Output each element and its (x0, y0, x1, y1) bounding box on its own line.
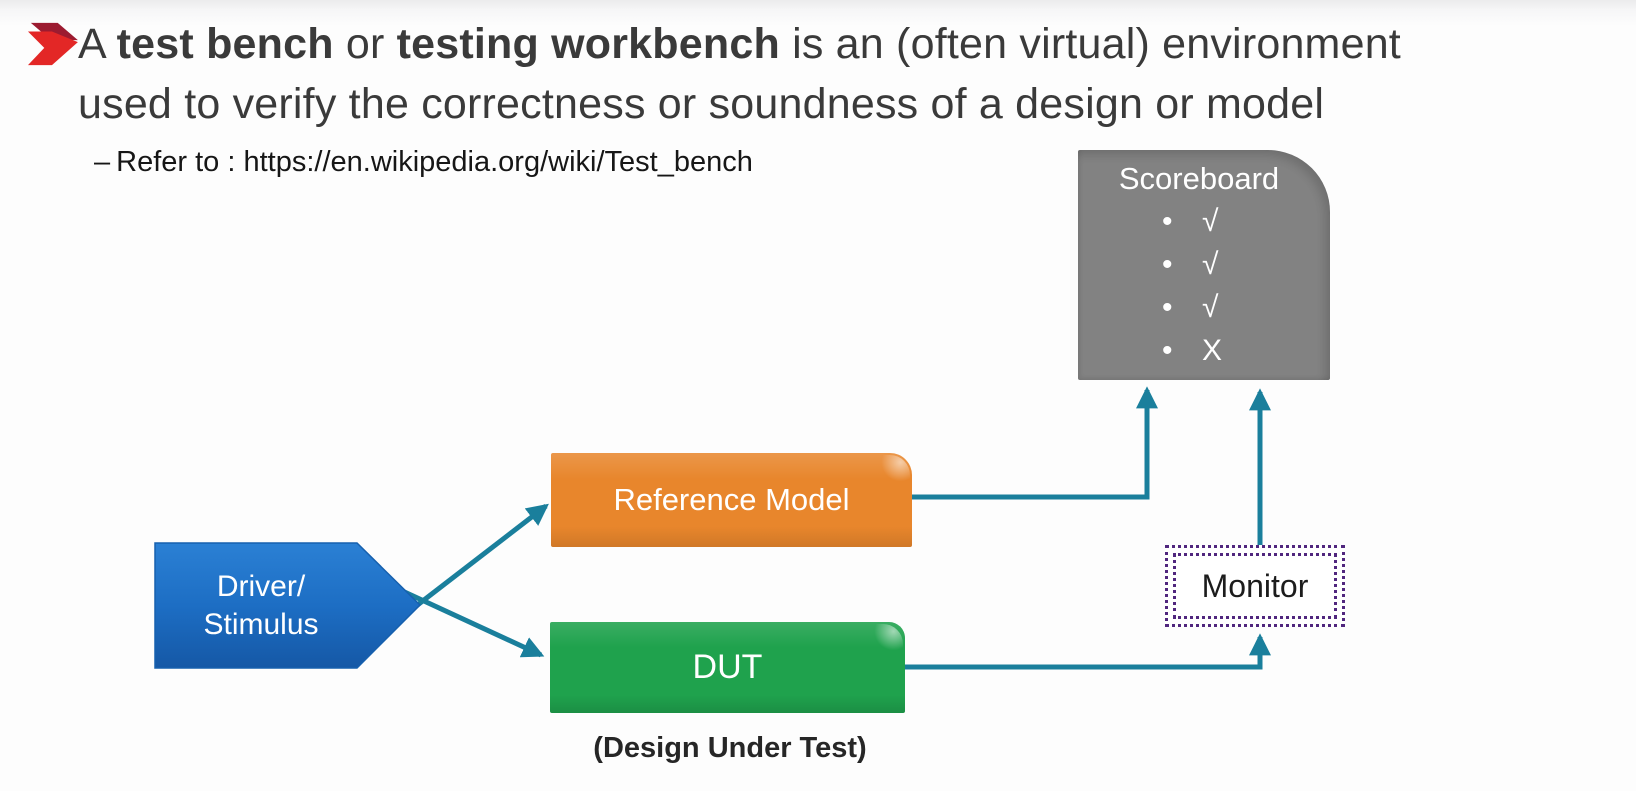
arrow-reference-model-to-scoreboard (906, 386, 1159, 500)
scoreboard-title: Scoreboard (1118, 161, 1280, 196)
driver-label-line2: Stimulus (203, 607, 319, 641)
scoreboard-item-row: • √ (1078, 243, 1330, 286)
monitor-label: Monitor (1201, 567, 1309, 604)
arrow-driver-to-dut (396, 586, 545, 658)
monitor-node: Monitor (1165, 545, 1345, 627)
heading-text: A (78, 20, 117, 68)
dut-caption: (Design Under Test) (593, 732, 867, 764)
scoreboard-check-mark: √ (1202, 290, 1219, 324)
heading-text: is an (often virtual) environment (779, 20, 1401, 68)
chevron-bullet-icon (27, 22, 78, 66)
bullet-dot-icon: • (1162, 247, 1173, 281)
sub-bullet-dash: – (94, 146, 111, 178)
reference-model-label: Reference Model (613, 482, 850, 517)
reference-url-text: Refer to : https://en.wikipedia.org/wiki… (116, 146, 753, 178)
arrow-dut-to-monitor (902, 633, 1272, 670)
scoreboard-fail-mark: X (1202, 333, 1223, 367)
reference-note: –Refer to : https://en.wikipedia.org/wik… (94, 146, 753, 179)
scoreboard-item-row: • √ (1078, 200, 1330, 243)
scoreboard-check-mark: √ (1202, 247, 1219, 281)
monitor-inner-border: Monitor (1173, 553, 1337, 619)
slide-heading: A test bench or testing workbench is an … (78, 14, 1401, 134)
scoreboard-item-row: • √ (1078, 286, 1330, 329)
reference-model-node: Reference Model (551, 453, 912, 547)
driver-stimulus-node: Driver/ Stimulus (155, 543, 367, 668)
driver-label-line1: Driver/ (216, 569, 306, 603)
scoreboard-node: Scoreboard • √ • √ • √ • X (1078, 150, 1330, 380)
heading-line-2: used to verify the correctness or soundn… (78, 80, 1325, 128)
scoreboard-item-row: • X (1078, 329, 1330, 372)
bullet-dot-icon: • (1162, 204, 1173, 238)
arrow-driver-to-reference-model (396, 503, 549, 622)
driver-stimulus-shape (154, 542, 422, 669)
heading-text: or (333, 20, 397, 68)
heading-line-1: A test bench or testing workbench is an … (78, 14, 1401, 74)
heading-bold-test-bench: test bench (116, 20, 334, 68)
dut-node: DUT (550, 622, 905, 713)
bullet-dot-icon: • (1162, 333, 1173, 367)
dut-label: DUT (692, 648, 763, 686)
bullet-dot-icon: • (1162, 290, 1173, 324)
heading-bold-testing-workbench: testing workbench (396, 20, 780, 68)
scoreboard-check-mark: √ (1202, 204, 1219, 238)
